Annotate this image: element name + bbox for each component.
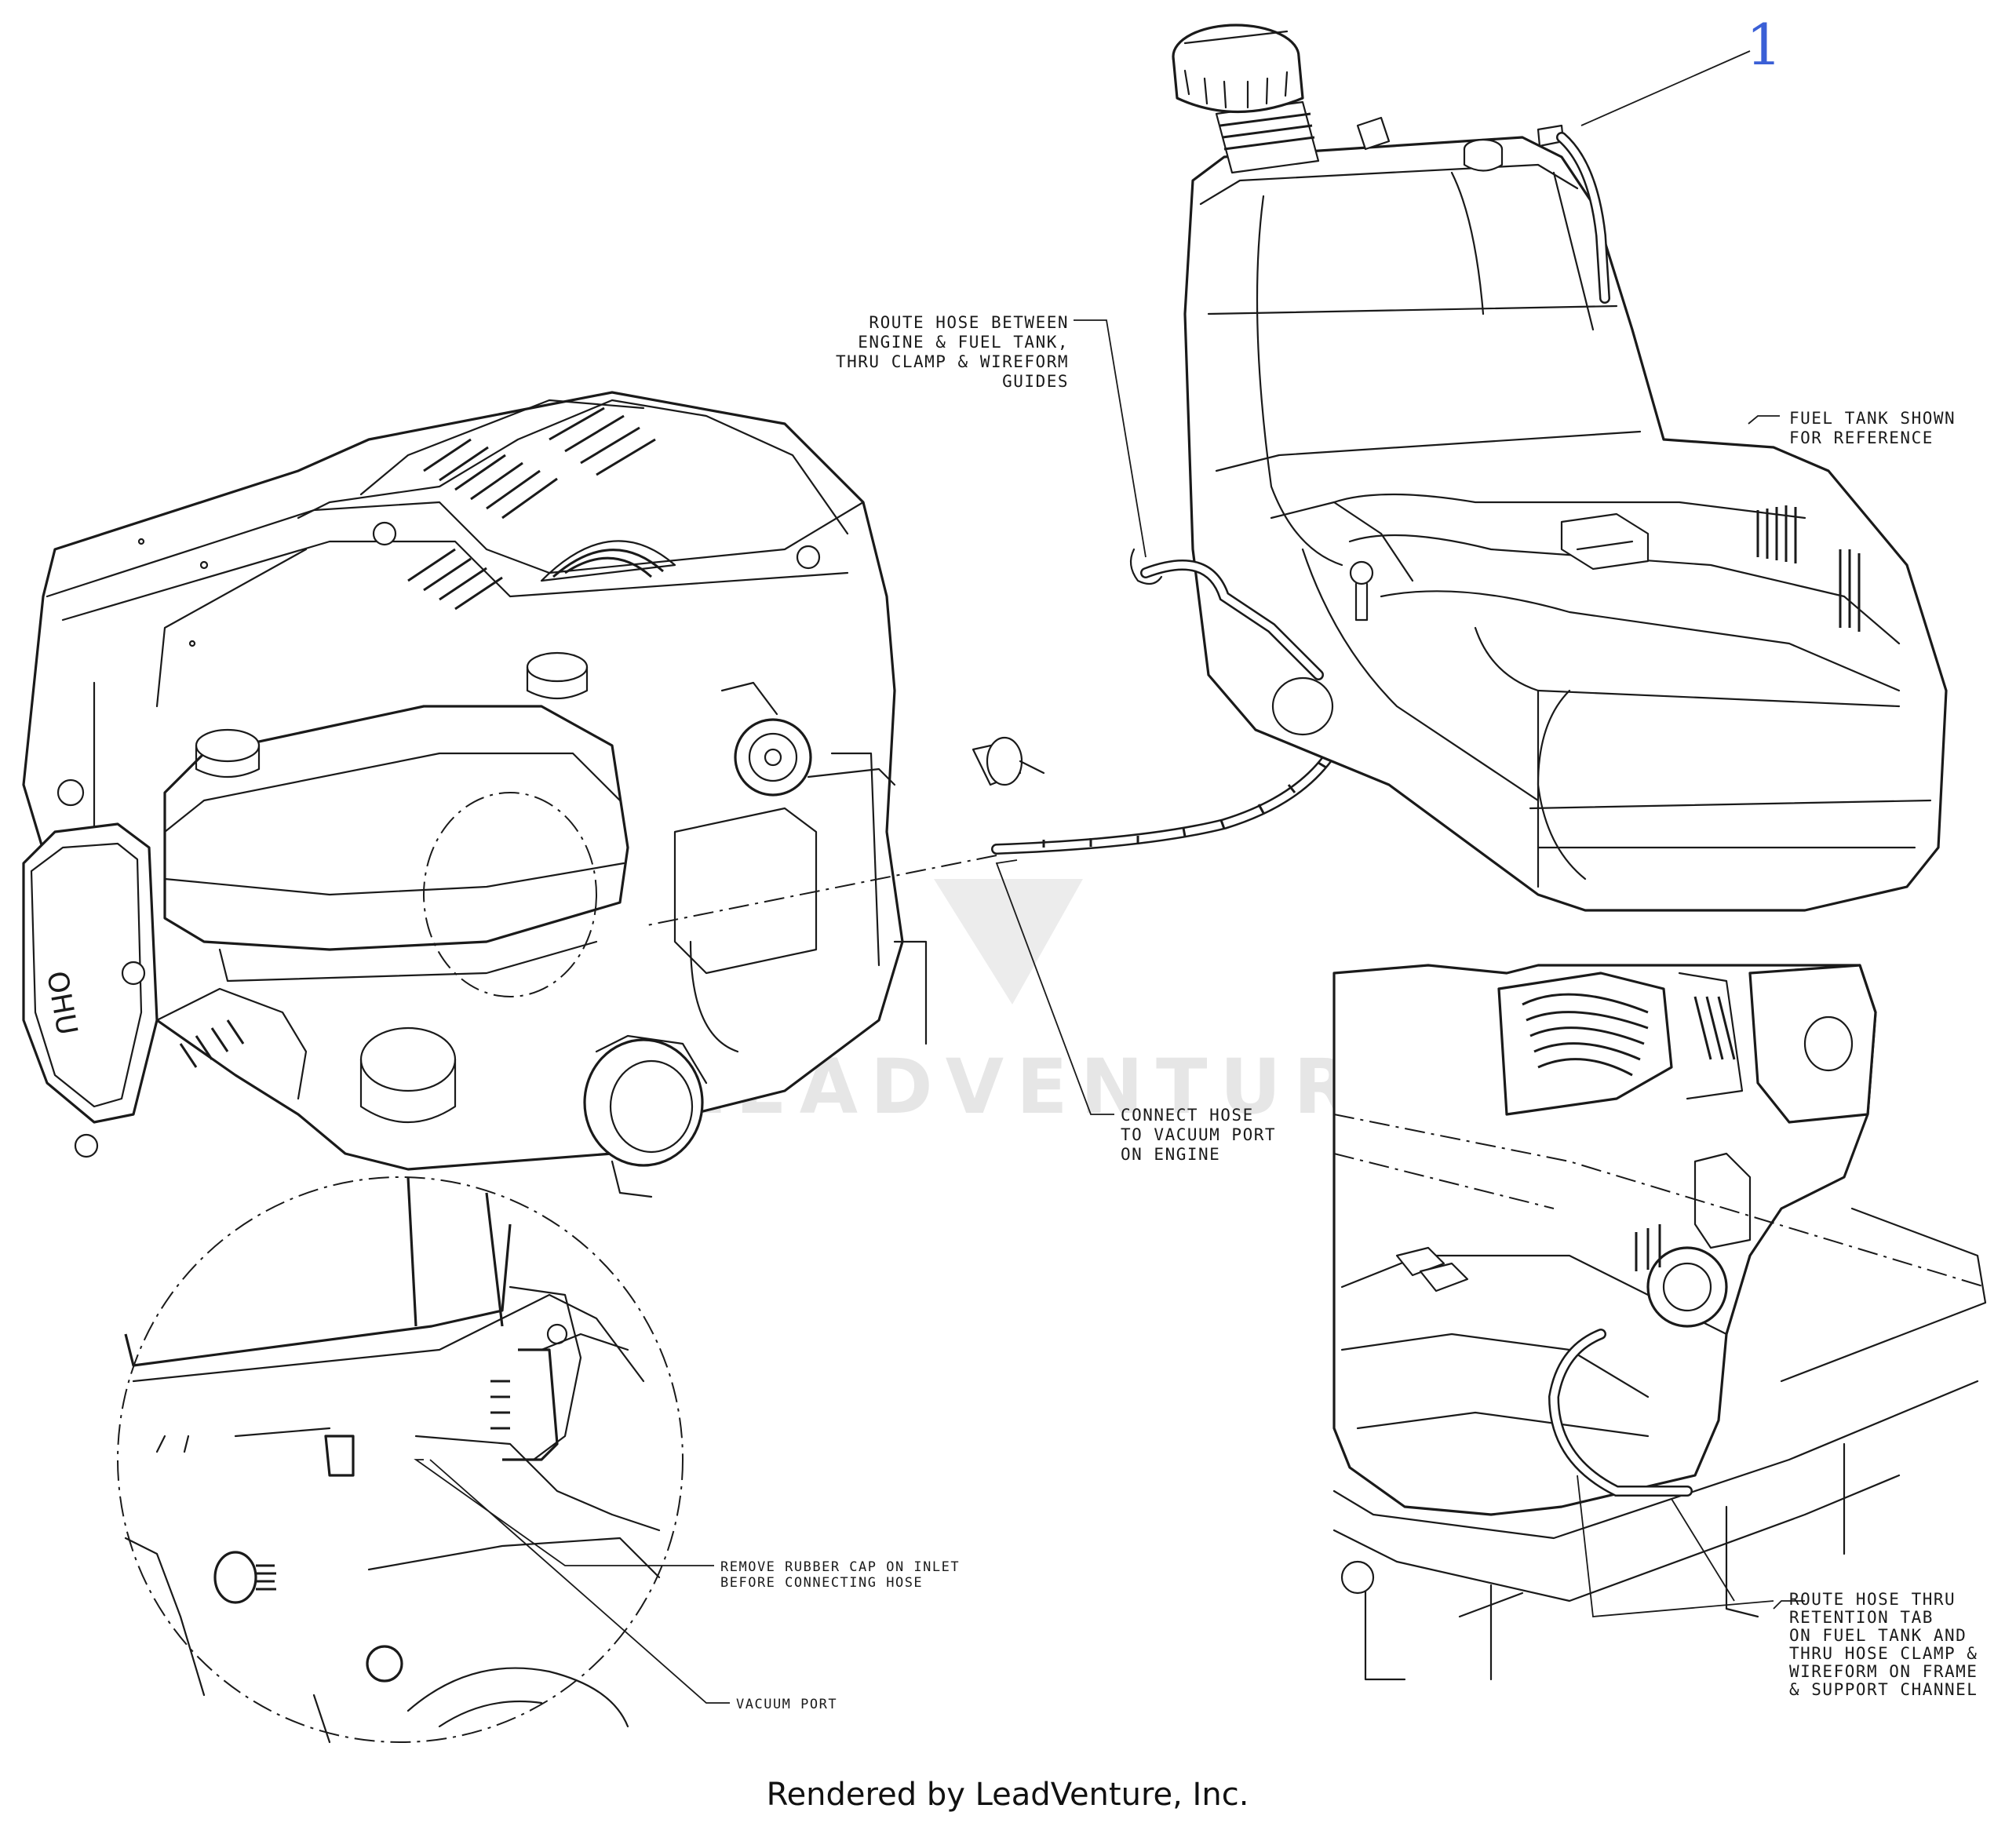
installed-assembly-illustration (1332, 964, 1987, 1681)
note-route-thru: ROUTE HOSE THRU RETENTION TAB ON FUEL TA… (1789, 1590, 1978, 1699)
detail-view (117, 1176, 684, 1744)
svg-text:REMOVE RUBBER CAP ON INLET: REMOVE RUBBER CAP ON INLET (720, 1559, 960, 1575)
leader-lines (414, 50, 1805, 1704)
svg-text:ON ENGINE: ON ENGINE (1121, 1145, 1220, 1164)
svg-text:GUIDES: GUIDES (1002, 372, 1069, 391)
cooling-vents (407, 407, 676, 611)
svg-text:ON FUEL TANK AND: ON FUEL TANK AND (1789, 1626, 1967, 1645)
rubber-cap (972, 736, 1045, 786)
svg-text:& SUPPORT CHANNEL: & SUPPORT CHANNEL (1789, 1680, 1978, 1699)
svg-text:CONNECT HOSE: CONNECT HOSE (1121, 1106, 1254, 1125)
note-remove-cap: REMOVE RUBBER CAP ON INLET BEFORE CONNEC… (720, 1559, 960, 1591)
fuel-filter-cap (583, 1034, 708, 1198)
svg-text:RETENTION TAB: RETENTION TAB (1789, 1608, 1934, 1627)
svg-text:WIREFORM ON FRAME: WIREFORM ON FRAME (1789, 1662, 1978, 1681)
fuel-cap (1172, 24, 1320, 174)
svg-text:ROUTE HOSE BETWEEN: ROUTE HOSE BETWEEN (869, 313, 1069, 332)
note-fuel-tank: FUEL TANK SHOWN FOR REFERENCE (1789, 409, 1956, 447)
fuel-pump (720, 681, 896, 797)
watermark-logo-icon (934, 879, 1083, 1004)
note-connect-hose: CONNECT HOSE TO VACUUM PORT ON ENGINE (1121, 1106, 1276, 1164)
svg-text:THRU CLAMP & WIREFORM: THRU CLAMP & WIREFORM (836, 352, 1069, 371)
svg-text:FOR REFERENCE: FOR REFERENCE (1789, 428, 1934, 447)
callout-1: 1 (1746, 12, 1782, 78)
engine-illustration: OHU (22, 391, 1045, 1198)
callout-1-leader (1580, 50, 1751, 126)
note-vacuum-port: VACUUM PORT (736, 1697, 837, 1712)
svg-text:THRU HOSE CLAMP &: THRU HOSE CLAMP & (1789, 1644, 1978, 1663)
note-route-between: ROUTE HOSE BETWEEN ENGINE & FUEL TANK, T… (836, 313, 1069, 391)
fuel-tank-illustration (1129, 24, 1948, 912)
svg-text:FUEL TANK SHOWN: FUEL TANK SHOWN (1789, 409, 1956, 428)
svg-text:TO VACUUM PORT: TO VACUUM PORT (1121, 1125, 1276, 1144)
footer-credit: Rendered by LeadVenture, Inc. (767, 1777, 1249, 1813)
svg-text:ROUTE HOSE THRU: ROUTE HOSE THRU (1789, 1590, 1956, 1609)
svg-text:VACUUM PORT: VACUUM PORT (736, 1697, 837, 1712)
svg-text:ENGINE & FUEL TANK,: ENGINE & FUEL TANK, (858, 333, 1069, 352)
svg-text:BEFORE CONNECTING HOSE: BEFORE CONNECTING HOSE (720, 1575, 923, 1591)
callout-number: 1 (1746, 12, 1782, 78)
